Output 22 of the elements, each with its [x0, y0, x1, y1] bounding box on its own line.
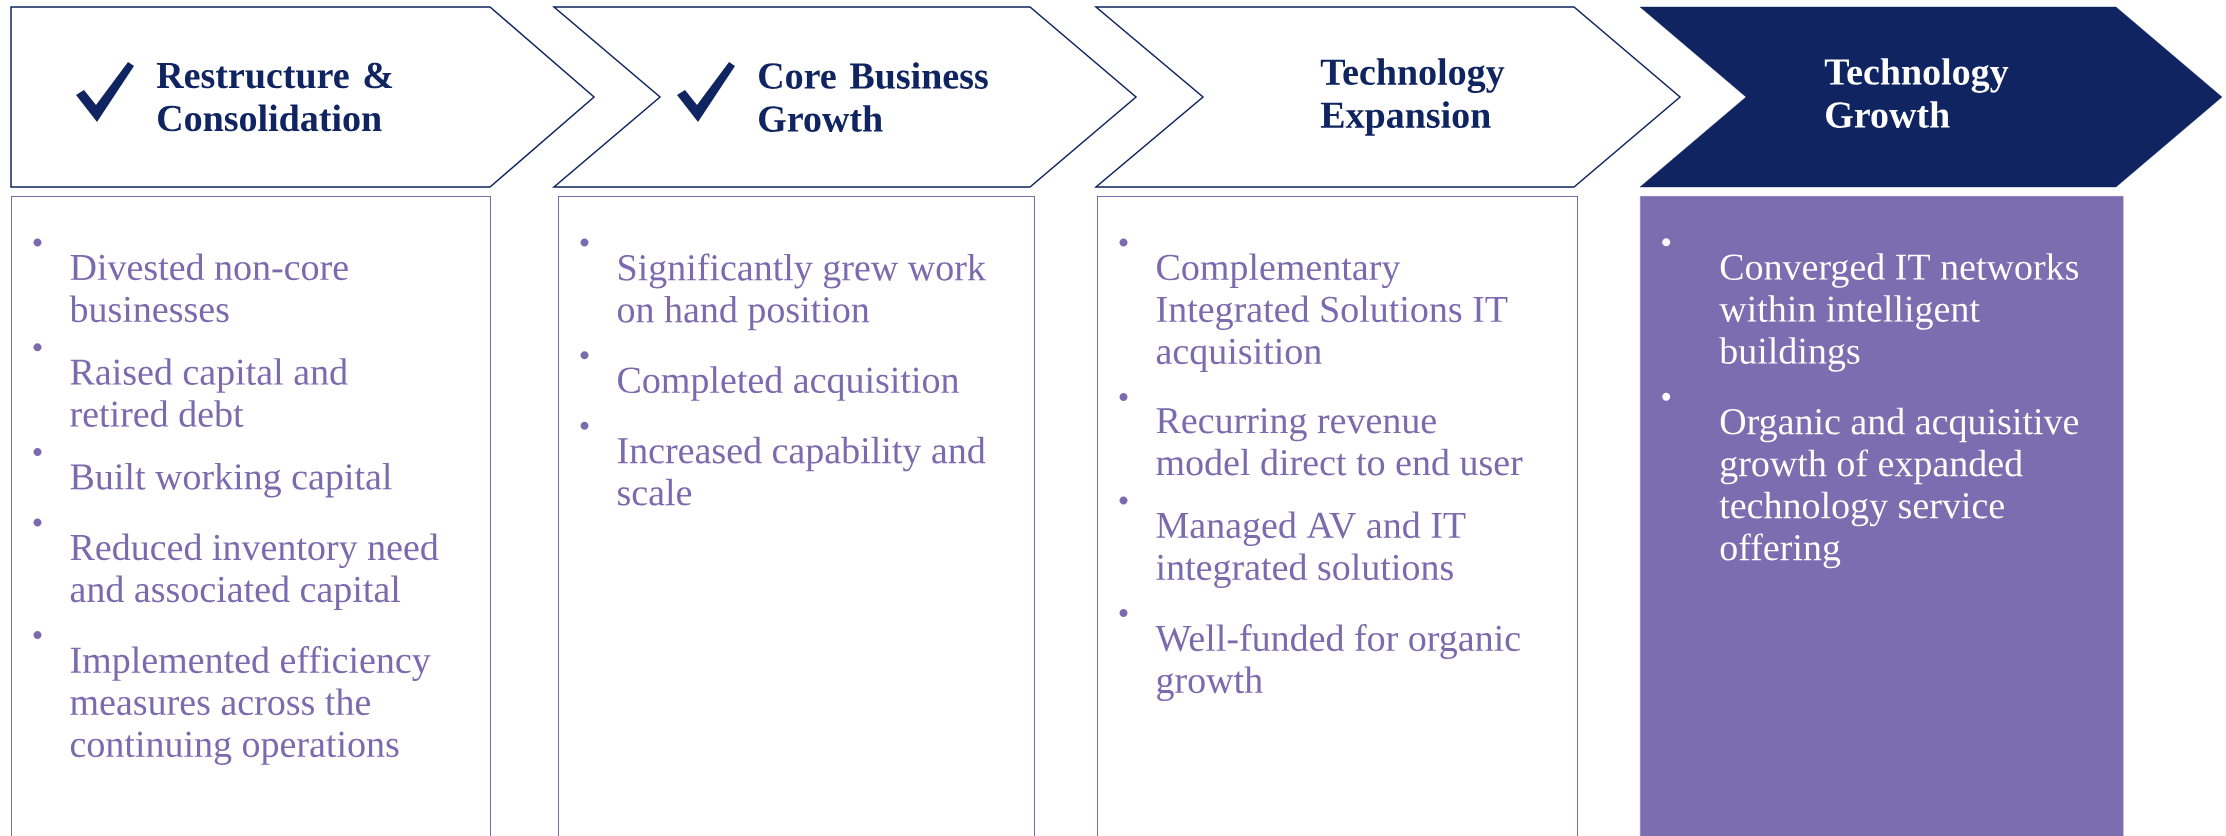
header-banner: Technology Expansion: [1093, 6, 1682, 188]
header-banner: Core Business Growth: [551, 6, 1138, 188]
bullet-item: Recurring revenue model direct to end user: [1119, 392, 1523, 476]
bullet-item: Reduced inventory need and associated capital: [33, 518, 439, 610]
bullet-item: Converged IT networks within intelligent buildings: [1662, 238, 2079, 372]
bullet-item: Organic and acquisitive growth of expanded technology service offering: [1662, 392, 2079, 569]
bullet-item: Divested non-core businesses: [33, 238, 348, 323]
bullet-item: Well-funded for organic growth: [1119, 609, 1520, 701]
header-banner: Technology Growth: [1639, 6, 2223, 188]
text-panel: [1097, 196, 1578, 836]
text-panel: [558, 196, 1035, 836]
bullet-item: Complementary Integrated Solutions IT acquisition: [1119, 238, 1508, 372]
bullet-item: Built working capital: [33, 448, 392, 498]
bullet-item: Completed acquisition: [580, 351, 959, 401]
text-panel: [11, 196, 491, 836]
header-banner: Restructure & Consolidation: [10, 6, 596, 188]
bullet-item: Raised capital and retired debt: [33, 343, 348, 427]
text-panel: [1640, 196, 2124, 836]
bullet-item: Managed AV and IT integrated solutions: [1119, 496, 1466, 589]
bullet-item: Significantly grew work on hand position: [580, 238, 986, 331]
bullet-item: Implemented efficiency measures across the continuing operations: [33, 631, 431, 765]
bullet-item: Increased capability and scale: [580, 421, 986, 506]
